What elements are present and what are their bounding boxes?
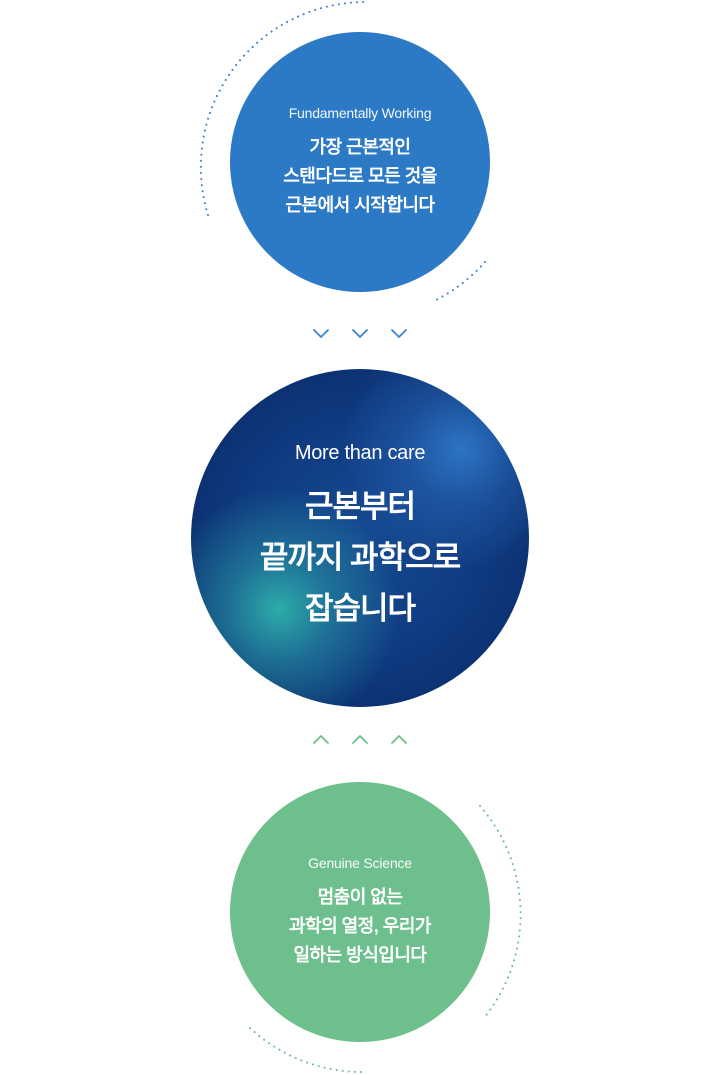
middle-circle-line: 근본부터 <box>304 489 416 524</box>
top-circle-headline: 가장 근본적인 스탠다드로 모든 것을 근본에서 시작합니다 <box>283 133 437 220</box>
more-than-care-circle: More than care 근본부터 끝까지 과학으로 잡습니다 <box>191 369 529 707</box>
bottom-circle-line: 과학의 열정, 우리가 <box>289 915 431 936</box>
arrow-up-icon <box>391 735 407 783</box>
middle-circle-headline: 근본부터 끝까지 과학으로 잡습니다 <box>259 481 461 634</box>
arrow-down-icon <box>352 291 368 338</box>
arrow-up-icon <box>352 735 368 783</box>
middle-circle-eyebrow: More than care <box>294 442 426 464</box>
arrow-up-icon <box>313 735 329 783</box>
dotted-arc-bottom-right <box>479 805 522 1019</box>
middle-circle-line: 끝까지 과학으로 <box>259 540 461 575</box>
dotted-arc-bottom-left <box>249 1027 363 1073</box>
dotted-arc-top-left <box>199 1 366 216</box>
genuine-science-circle: Genuine Science 멈춤이 없는 과학의 열정, 우리가 일하는 방… <box>230 782 490 1042</box>
arrow-down-icon <box>391 291 407 338</box>
top-circle-line: 근본에서 시작합니다 <box>285 194 435 215</box>
top-circle-line: 스탠다드로 모든 것을 <box>283 165 437 186</box>
fundamentally-working-circle: Fundamentally Working 가장 근본적인 스탠다드로 모든 것… <box>230 32 490 292</box>
arrow-down-icon <box>313 291 329 338</box>
dotted-arc-top-right <box>435 261 486 301</box>
bottom-circle-eyebrow: Genuine Science <box>308 854 412 871</box>
top-circle-line: 가장 근본적인 <box>309 136 411 157</box>
bottom-circle-line: 멈춤이 없는 <box>317 886 403 907</box>
bottom-circle-headline: 멈춤이 없는 과학의 열정, 우리가 일하는 방식입니다 <box>289 883 431 970</box>
middle-circle-line: 잡습니다 <box>304 591 416 626</box>
top-circle-eyebrow: Fundamentally Working <box>288 104 432 121</box>
bottom-circle-line: 일하는 방식입니다 <box>293 944 427 965</box>
